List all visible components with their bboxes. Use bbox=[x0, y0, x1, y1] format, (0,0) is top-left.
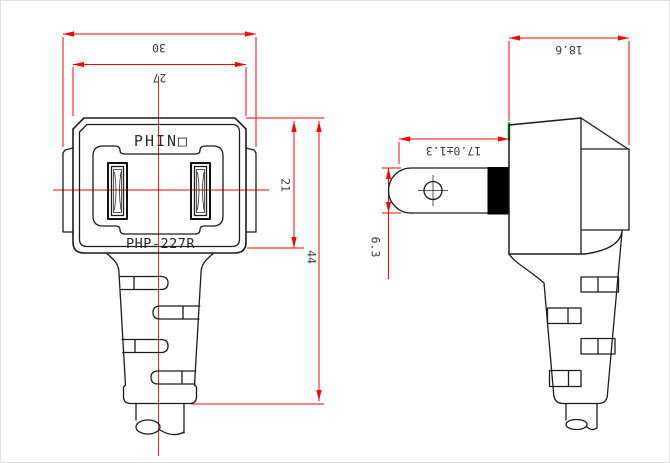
left-pin-slot bbox=[107, 162, 128, 220]
strain-relief-ribs bbox=[119, 275, 201, 385]
dim-blade-length: 17.0±1.3 bbox=[398, 136, 509, 164]
right-side-tab bbox=[245, 147, 257, 233]
dim-overall-width-label: 30 bbox=[152, 41, 166, 55]
left-side-tab bbox=[62, 147, 74, 233]
dim-overall-height-label: 44 bbox=[305, 250, 319, 264]
model-label: PHP-227R bbox=[126, 236, 195, 252]
dim-blade-width-label: 6.3 bbox=[369, 237, 383, 258]
strain-relief-ribs-side bbox=[546, 276, 620, 388]
brand-label: PHIN□ bbox=[134, 132, 189, 150]
dim-body-width-label: 27 bbox=[153, 71, 167, 85]
dim-blade-length-label: 17.0±1.3 bbox=[426, 144, 481, 158]
plug-body-front bbox=[105, 252, 215, 436]
front-view-centerlines bbox=[53, 76, 269, 456]
cable-side bbox=[565, 402, 598, 431]
cable-front bbox=[135, 402, 185, 436]
plug-body-side bbox=[508, 231, 623, 431]
dim-depth-label: 18.6 bbox=[555, 43, 583, 57]
dim-blade-width: 6.3 bbox=[369, 167, 401, 279]
socket-face bbox=[92, 145, 224, 235]
right-pin-slot bbox=[190, 162, 211, 220]
plug-head-side bbox=[508, 117, 630, 255]
front-view: 30 27 21 44 bbox=[53, 31, 324, 456]
dim-body-width: 27 bbox=[72, 61, 247, 116]
plug-head-front: PHIN□ PHP-227R bbox=[62, 117, 257, 254]
blade-base-insulator bbox=[487, 167, 510, 215]
side-view: 18.6 17.0±1.3 6.3 bbox=[369, 35, 630, 431]
dim-depth: 18.6 bbox=[508, 35, 630, 145]
dim-head-height: 21 bbox=[246, 117, 324, 249]
dim-head-height-label: 21 bbox=[279, 178, 293, 192]
dim-overall-width: 30 bbox=[62, 31, 257, 147]
blade-side bbox=[387, 167, 510, 215]
dim-overall-height: 44 bbox=[191, 121, 324, 405]
